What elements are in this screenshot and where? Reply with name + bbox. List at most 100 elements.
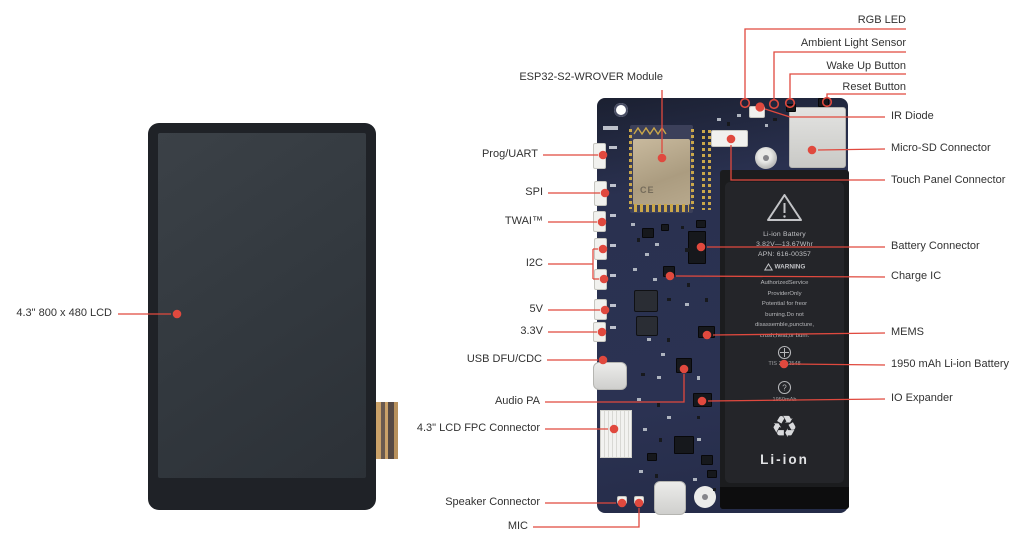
battery-bottom-edge (720, 487, 849, 509)
micro-sd-connector (789, 107, 846, 168)
passive (727, 122, 730, 126)
speaker-pad (634, 496, 644, 504)
passive (681, 226, 684, 229)
silkscreen (610, 274, 616, 277)
label-mic: MIC (507, 520, 528, 532)
label-audio-pa: Audio PA (494, 395, 540, 407)
chip (661, 224, 669, 231)
rgb-led-package (749, 106, 765, 118)
side-connector (594, 181, 607, 206)
warning-triangle-icon (767, 194, 802, 221)
touch-panel-connector (711, 130, 748, 147)
passive (693, 478, 697, 481)
reset-button (818, 98, 829, 107)
battery-connector (688, 231, 706, 264)
module-pads (634, 204, 689, 212)
passive (637, 398, 641, 401)
label-rgb-led: RGB LED (857, 14, 906, 26)
castellation-left (629, 129, 632, 209)
battery-capacity: 1950mAh (772, 397, 797, 403)
silkscreen (610, 214, 616, 217)
label-5v: 5V (529, 303, 543, 315)
label-1950-battery: 1950 mAh Li-ion Battery (891, 358, 1010, 370)
passive (645, 253, 649, 256)
battery-warning-text: AuthorizedService ProviderOnly Potential… (755, 280, 814, 339)
label-charge-ic: Charge IC (891, 270, 942, 282)
passive (667, 298, 671, 301)
label-3v3: 3.3V (520, 325, 543, 337)
question-mark-icon: ? (777, 380, 792, 395)
passive (667, 338, 670, 342)
lcd-screen (158, 133, 366, 478)
silkscreen (603, 126, 618, 130)
side-connector (594, 269, 607, 290)
chip (674, 436, 694, 454)
io-expander-chip (693, 393, 712, 407)
chip (701, 455, 713, 465)
speaker-pad (617, 496, 627, 504)
passive (717, 118, 721, 121)
passive (685, 248, 689, 252)
regulator (636, 316, 658, 336)
chip (642, 228, 654, 238)
label-wake: Wake Up Button (826, 60, 906, 72)
via-column (702, 130, 705, 210)
silkscreen (610, 304, 616, 307)
passive (713, 488, 716, 491)
castellation-right (691, 129, 694, 209)
battery-tis: TIS 22 -2548 (768, 361, 801, 367)
mems-chip (698, 326, 715, 338)
antenna-pattern-icon (633, 126, 667, 136)
chip (696, 220, 706, 228)
mounting-hole (614, 103, 628, 117)
label-lcd: 4.3" 800 x 480 LCD (16, 307, 112, 319)
side-connector (593, 143, 606, 169)
esp32-module: CE (629, 125, 694, 213)
label-ambient: Ambient Light Sensor (800, 37, 906, 49)
label-speaker-conn: Speaker Connector (445, 496, 540, 508)
battery-apn: APN: 616-00357 (757, 251, 812, 258)
passive (655, 243, 659, 246)
regulator (634, 290, 658, 312)
side-connector (593, 322, 606, 342)
warning-title: WARNING (774, 263, 806, 271)
side-connector (593, 211, 606, 232)
passive (657, 403, 660, 407)
warning-triangle-small-icon (763, 263, 773, 271)
label-prog-uart: Prog/UART (481, 148, 538, 160)
label-touch-panel: Touch Panel Connector (891, 174, 1006, 186)
side-connector (594, 299, 607, 320)
lcd-panel (148, 123, 376, 510)
battery-warning-row: WARNING (720, 263, 849, 271)
passive (657, 376, 661, 379)
label-micro-sd: Micro-SD Connector (891, 142, 991, 154)
lcd-fpc-ribbon (376, 402, 398, 459)
audio-pa-chip (676, 358, 692, 373)
via-column (708, 130, 711, 210)
passive (685, 303, 689, 306)
passive (633, 268, 637, 271)
passive (661, 353, 665, 356)
label-reset: Reset Button (842, 81, 906, 93)
label-ir-diode: IR Diode (891, 110, 934, 122)
label-io-expander: IO Expander (891, 392, 953, 404)
passive (631, 223, 635, 226)
passive (653, 278, 657, 281)
label-i2c: I2C (525, 257, 543, 269)
lcd-fpc-connector (600, 410, 632, 458)
silkscreen (610, 326, 616, 329)
passive (737, 114, 741, 117)
svg-text:?: ? (782, 384, 787, 393)
usb-dfu-connector (593, 362, 627, 390)
silkscreen (609, 146, 617, 149)
battery-name: Li-ion Battery (763, 231, 806, 238)
passive (687, 283, 690, 287)
wake-button (786, 104, 796, 112)
label-usb-dfu: USB DFU/CDC (466, 353, 542, 365)
li-ion-battery: Li-ion Battery 3.82V—13.67Whr APN: 616-0… (720, 170, 849, 509)
silkscreen (610, 184, 616, 187)
label-twai: TWAI™ (504, 215, 543, 227)
passive (647, 338, 651, 341)
passive (659, 438, 662, 442)
module-shield: CE (633, 139, 690, 205)
